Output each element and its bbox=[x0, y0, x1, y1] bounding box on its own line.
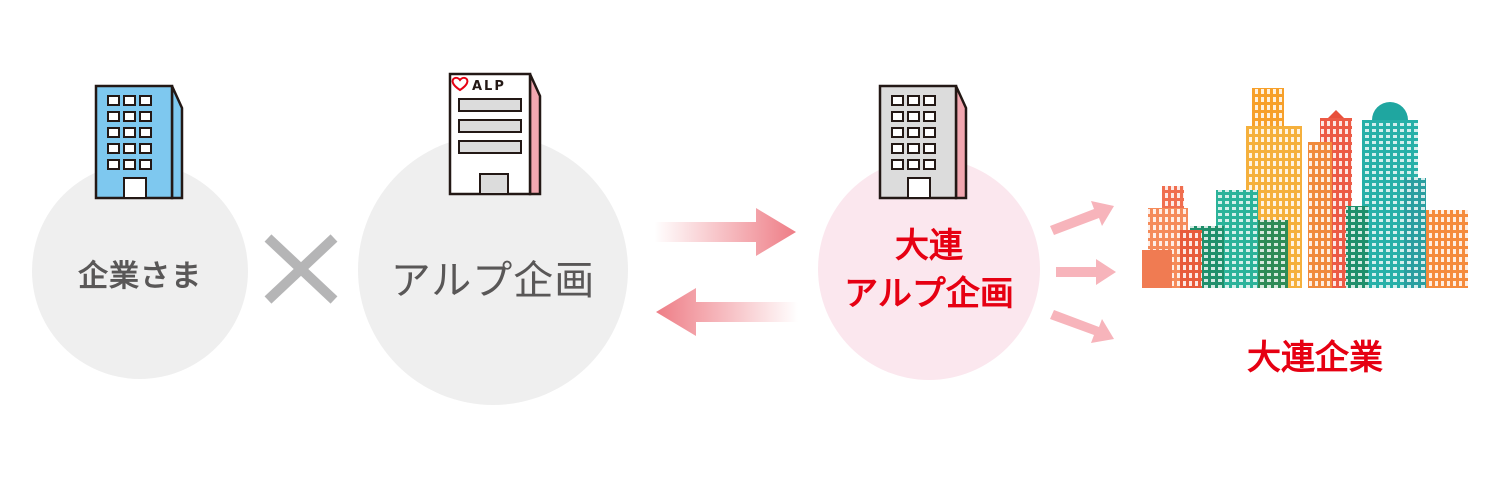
dalian-companies-label: 大連企業 bbox=[1247, 338, 1383, 378]
office-building-icon bbox=[878, 84, 968, 200]
dalian-alp-label-line2: アルプ企画 bbox=[844, 274, 1014, 314]
arrow-left-icon bbox=[656, 288, 798, 336]
arrow-up-right-icon bbox=[1050, 201, 1114, 235]
city-skyline-icon bbox=[1142, 88, 1468, 288]
arrow-right-icon bbox=[1056, 259, 1116, 285]
dalian-alp-label-line1: 大連 bbox=[895, 226, 963, 266]
arrow-right-icon bbox=[654, 208, 796, 256]
arrow-down-right-icon bbox=[1050, 310, 1114, 343]
alp-building-icon: ALP bbox=[448, 72, 542, 196]
client-label: 企業さま bbox=[78, 259, 202, 294]
alp-label: アルプ企画 bbox=[390, 258, 596, 304]
cross-icon bbox=[264, 234, 338, 304]
office-building-icon bbox=[94, 84, 184, 200]
alp-logo-text: ALP bbox=[472, 79, 506, 94]
